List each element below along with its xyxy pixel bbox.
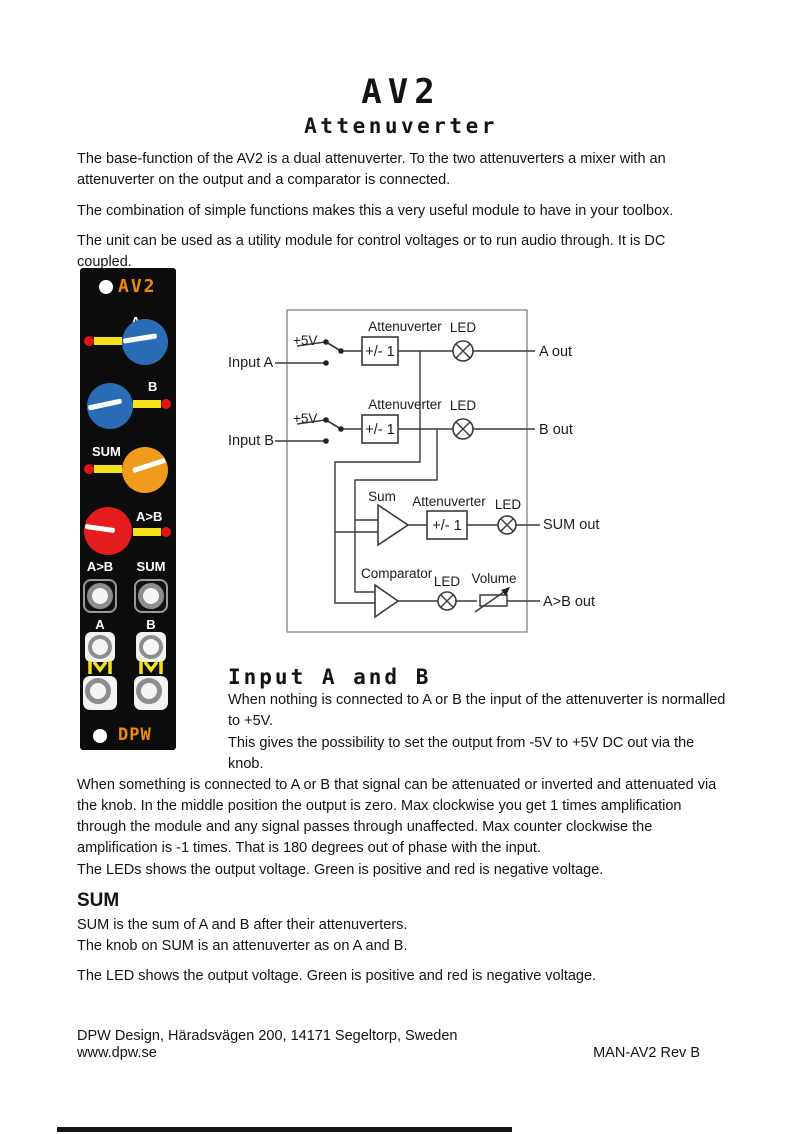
diagram-volume-label: Volume <box>471 571 516 586</box>
section-input-ab-p1: When nothing is connected to A or B the … <box>228 692 726 729</box>
module-front-panel: AV2 A B SUM A>B A>B SUM <box>80 268 176 750</box>
knob-b <box>87 383 133 429</box>
diagram-input-b-label: Input B <box>228 433 274 449</box>
diagram-attenuverter-b-label: Attenuverter <box>368 397 442 412</box>
knob-ab-pointer <box>84 523 116 534</box>
diagram-attenuverter-a-label: Attenuverter <box>368 319 442 334</box>
paragraph-knob: When something is connected to A or B th… <box>77 777 717 856</box>
diagram-b-out-label: B out <box>539 422 573 438</box>
jack-a-out2 <box>83 676 117 710</box>
paragraph-leds: The LEDs shows the output voltage. Green… <box>77 862 604 878</box>
knob-sum-pointer <box>132 457 166 474</box>
scan-edge-bar <box>57 1127 512 1132</box>
panel-logo: AV2 <box>118 276 157 297</box>
led-bar-b <box>133 400 161 408</box>
footer-url: www.dpw.se <box>77 1045 157 1061</box>
normal-arrow-icon <box>88 660 112 674</box>
normal-arrow-icon <box>139 660 163 674</box>
jack-b-out2 <box>134 676 168 710</box>
diagram-sum-out-label: SUM out <box>543 517 599 533</box>
diagram-ab-out-label: A>B out <box>543 594 595 610</box>
knob-b-pointer <box>87 398 123 411</box>
panel-screw-top <box>99 280 113 294</box>
diagram-led-b-label: LED <box>450 398 477 413</box>
knob-b-label: B <box>148 379 158 394</box>
led-ab <box>161 527 171 537</box>
jack-b-in <box>136 632 166 662</box>
jack-a-in <box>85 632 115 662</box>
diagram-led-comp-label: LED <box>434 574 461 589</box>
product-title: AV2 <box>361 72 441 112</box>
knob-ab <box>84 507 132 555</box>
title-block: AV2 Attenuverter <box>0 72 802 138</box>
diagram-comparator-label: Comparator <box>361 566 433 581</box>
panel-screw-bottom <box>93 729 107 743</box>
section-heading-input-ab: Input A and B <box>228 665 432 689</box>
diagram-attenuverter-sum-label: Attenuverter <box>412 494 486 509</box>
knob-a-pointer <box>122 333 158 344</box>
knob-a <box>122 319 168 365</box>
diagram-led-a-label: LED <box>450 320 477 335</box>
diagram-sum-label: Sum <box>368 489 396 504</box>
led-b <box>161 399 171 409</box>
block-diagram: +5V Attenuverter LED Input A +/- 1 A out… <box>228 309 599 633</box>
section-heading-sum: SUM <box>77 890 120 911</box>
diagram-plus5v-b: +5V <box>293 411 317 426</box>
diagram-a-out-label: A out <box>539 344 572 360</box>
section-sum-line1: SUM is the sum of A and B after their at… <box>77 917 408 933</box>
led-bar-a <box>94 337 122 345</box>
footer-row: www.dpw.se MAN-AV2 Rev B <box>77 1043 700 1064</box>
jack-sum-label: SUM <box>136 559 166 574</box>
panel-brand: DPW <box>118 725 152 745</box>
footer-doc-ref: MAN-AV2 Rev B <box>593 1045 700 1061</box>
jack-b-label: B <box>146 617 156 632</box>
diagram-input-a-label: Input A <box>228 355 273 371</box>
diagram-led-sum-label: LED <box>495 497 522 512</box>
jack-ring <box>138 583 164 609</box>
led-bar-ab <box>133 528 161 536</box>
knob-sum-label: SUM <box>92 444 121 459</box>
jack-sum-out <box>134 579 168 613</box>
jack-a-label: A <box>95 617 105 632</box>
led-sum <box>84 464 94 474</box>
jack-ring <box>139 635 163 659</box>
product-subtitle: Attenuverter <box>304 114 498 138</box>
jack-ring <box>87 583 113 609</box>
paragraph-intro-1: The base-function of the AV2 is a dual a… <box>77 151 666 188</box>
section-input-ab-p2: This gives the possibility to set the ou… <box>228 735 695 772</box>
diagram-pm1-a: +/- 1 <box>365 344 394 360</box>
knob-sum <box>122 447 168 493</box>
knob-ab-label: A>B <box>136 509 163 524</box>
section-sum-line2: The knob on SUM is an attenuverter as on… <box>77 938 408 954</box>
paragraph-intro-3: The unit can be used as a utility module… <box>77 233 666 270</box>
jack-ring <box>136 678 162 704</box>
paragraph-intro-2: The combination of simple functions make… <box>77 203 674 219</box>
diagram-plus5v-a: +5V <box>293 333 317 348</box>
led-bar-sum <box>94 465 122 473</box>
jack-ab-out <box>83 579 117 613</box>
jack-ring <box>85 678 111 704</box>
jack-ring <box>88 635 112 659</box>
diagram-pm1-sum: +/- 1 <box>432 518 461 534</box>
footer-address: DPW Design, Häradsvägen 200, 14171 Segel… <box>77 1028 458 1044</box>
led-a <box>84 336 94 346</box>
jack-ab-label: A>B <box>86 559 114 574</box>
diagram-pm1-b: +/- 1 <box>365 422 394 438</box>
paragraph-led-sum: The LED shows the output voltage. Green … <box>77 968 597 984</box>
